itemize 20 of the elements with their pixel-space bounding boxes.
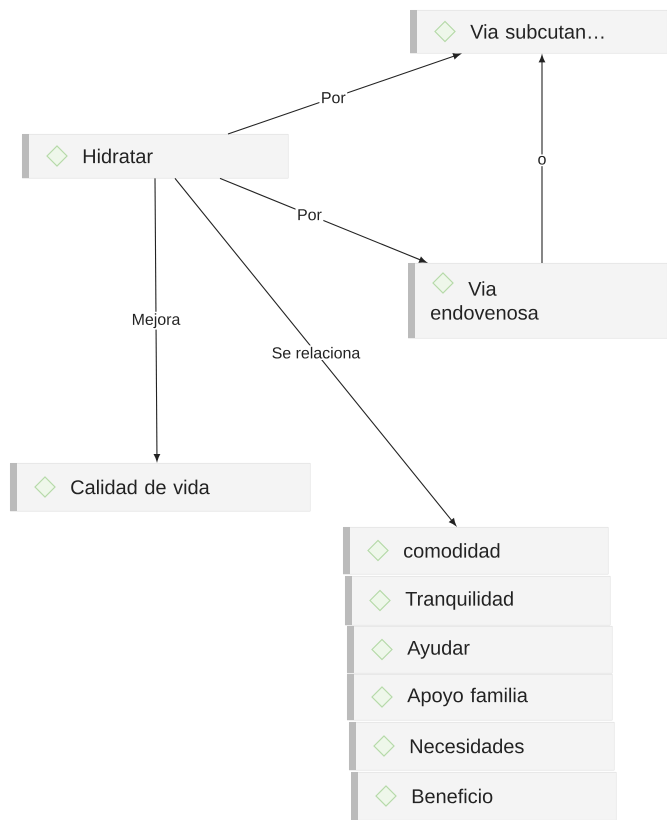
arrow — [220, 178, 427, 263]
concept-box: Apoyo familia — [347, 674, 612, 720]
arrow — [174, 178, 456, 526]
edge-label: o — [536, 154, 548, 166]
concept-box: Via subcutan… — [410, 10, 667, 54]
concept-box: Tranquilidad — [345, 576, 610, 626]
edge-label: Por — [296, 208, 324, 222]
edge-label: Mejora — [130, 312, 182, 330]
edge-label: Se relaciona — [270, 345, 362, 360]
concept-box: Calidad de vida — [10, 463, 310, 512]
concept-box: comodidad — [343, 527, 608, 574]
concept-box: Necesidades — [349, 722, 614, 770]
concept-box: Ayudar — [347, 626, 612, 674]
arrow — [154, 178, 160, 462]
edge-label: Por — [319, 90, 348, 105]
arrow — [228, 53, 460, 135]
concept-box: Beneficio — [351, 772, 616, 820]
arrow — [538, 55, 546, 263]
concept-box: Hidratar — [22, 134, 288, 178]
concept-box: Via endovenosa — [408, 263, 667, 338]
